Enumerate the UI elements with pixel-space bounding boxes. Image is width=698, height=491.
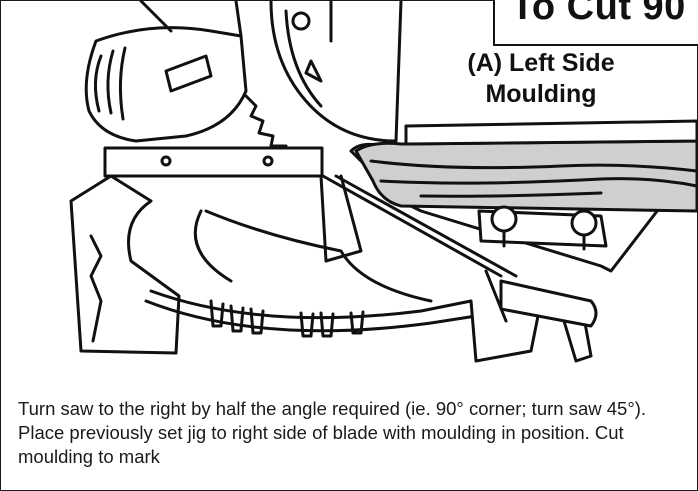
- instruction-caption: Turn saw to the right by half the angle …: [18, 398, 647, 467]
- illustration-label-line2: Moulding: [485, 80, 597, 108]
- illustration-label-line1: (A) Left Side: [467, 49, 615, 77]
- header-box: To Cut 90: [493, 0, 698, 46]
- header-title: To Cut 90: [511, 0, 686, 28]
- miter-saw-illustration: [69, 1, 697, 363]
